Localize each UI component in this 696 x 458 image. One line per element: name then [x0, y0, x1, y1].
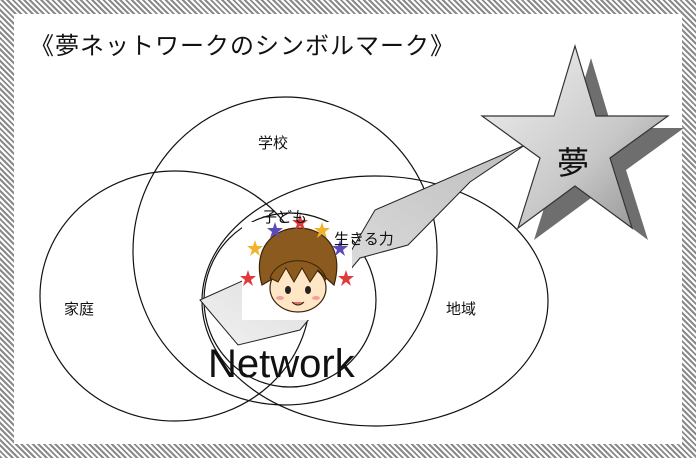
home-label: 家庭: [64, 300, 95, 318]
life-power-label: 生きる力: [334, 230, 394, 248]
region-label: 地域: [446, 300, 477, 318]
star-label: 夢: [557, 144, 590, 182]
child-illustration: [240, 214, 354, 320]
star-shape: [480, 43, 670, 230]
school-circle: [132, 96, 438, 406]
school-label: 学校: [258, 134, 289, 152]
diagram-title: 《夢ネットワークのシンボルマーク》: [30, 32, 455, 60]
child-label: 子ども: [262, 208, 308, 226]
network-label: Network: [208, 342, 355, 386]
